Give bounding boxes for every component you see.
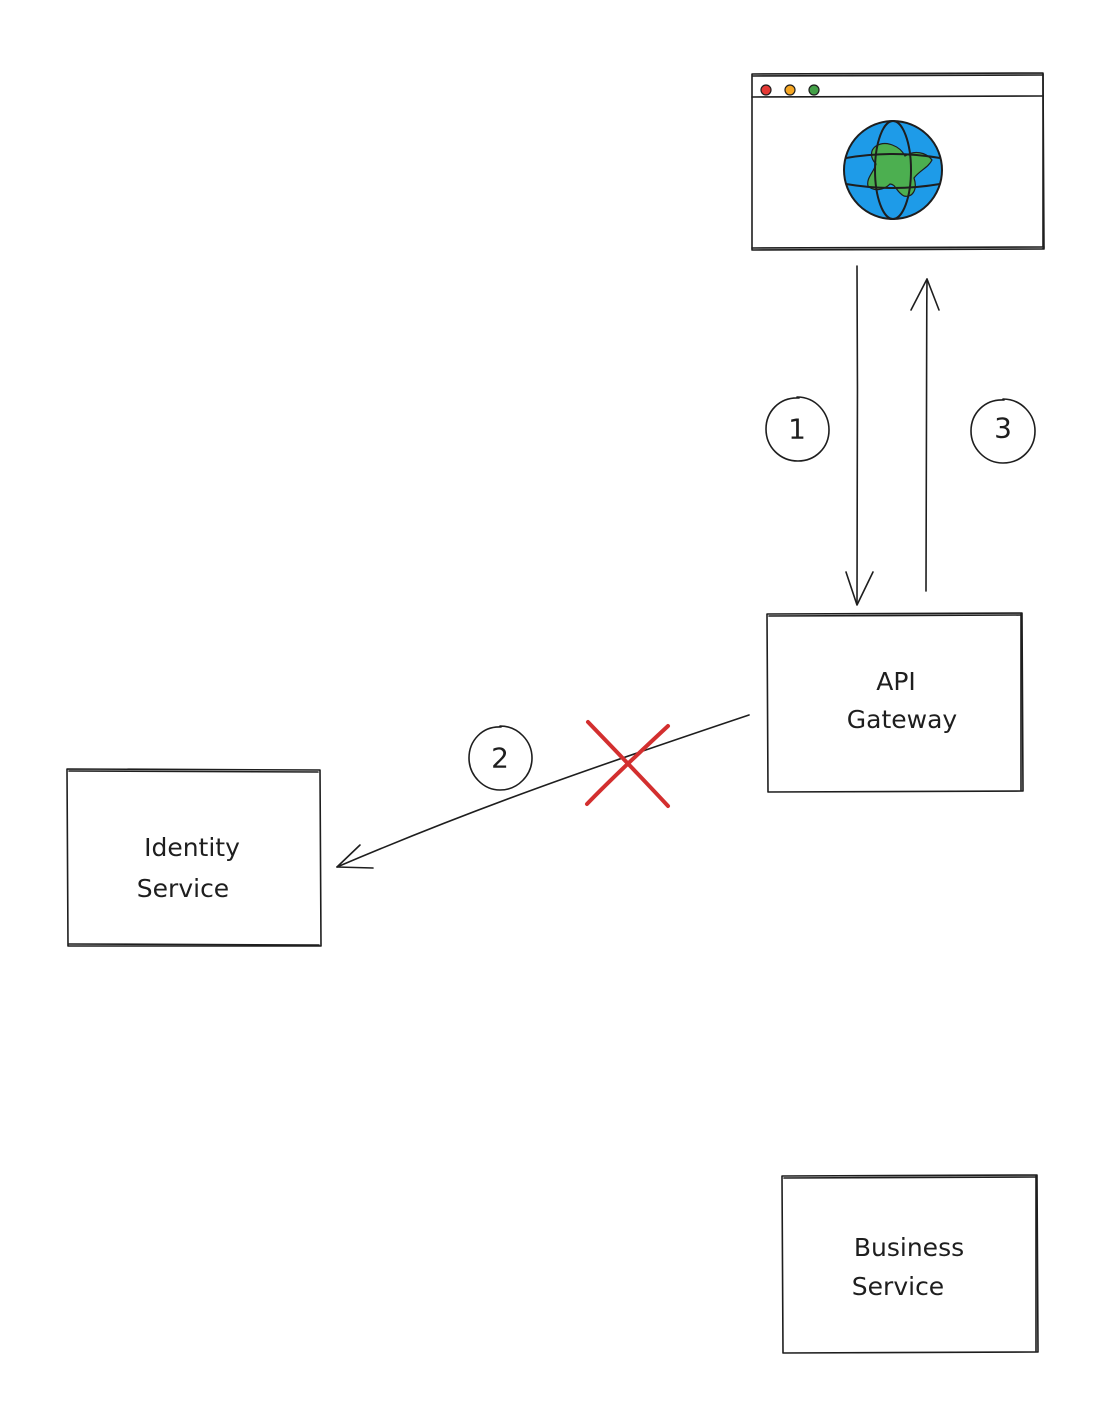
step-badge-3: 3 — [970, 398, 1036, 464]
api-gateway-box: API Gateway — [766, 612, 1024, 793]
step-badge-1: 1 — [765, 396, 830, 462]
identity-service-box: Identity Service — [66, 768, 322, 947]
arrow-response-to-browser — [910, 278, 940, 592]
step-1-number: 1 — [788, 413, 806, 446]
browser-titlebar-divider — [751, 95, 1044, 98]
globe-icon — [843, 120, 943, 220]
failure-cross-icon — [585, 720, 670, 808]
window-close-dot — [760, 84, 772, 96]
business-service-box: Business Service — [781, 1174, 1039, 1354]
window-maximize-dot — [808, 84, 820, 96]
business-service-label-line2: Service — [852, 1272, 944, 1301]
identity-service-label-line1: Identity — [144, 833, 240, 862]
step-badge-2: 2 — [468, 725, 533, 791]
step-3-number: 3 — [994, 412, 1012, 445]
api-gateway-label-line2: Gateway — [847, 705, 958, 734]
browser-window — [751, 72, 1045, 251]
arrow-request-to-gateway — [845, 265, 874, 606]
identity-service-label-line2: Service — [137, 874, 229, 903]
business-service-label-line1: Business — [854, 1233, 964, 1262]
api-gateway-label-line1: API — [876, 667, 916, 696]
step-2-number: 2 — [491, 742, 509, 775]
window-minimize-dot — [784, 84, 796, 96]
arrow-auth-to-identity — [336, 714, 750, 869]
